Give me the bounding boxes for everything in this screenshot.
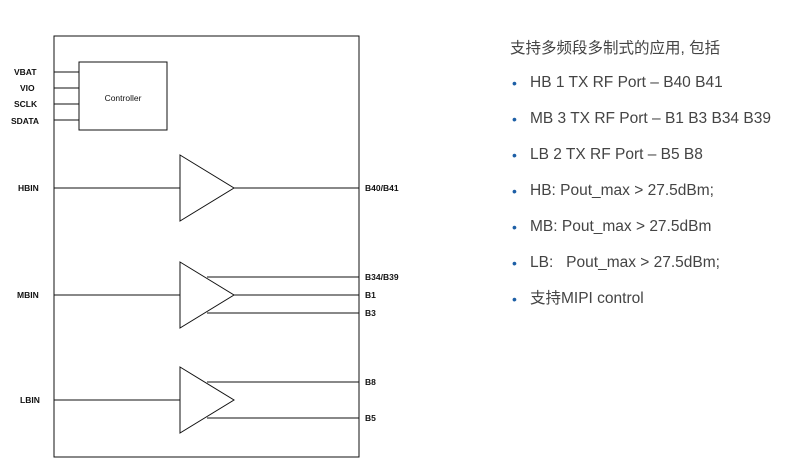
feature-list: • HB 1 TX RF Port – B40 B41 • MB 3 TX RF P…: [508, 73, 786, 325]
list-item: • LB 2 TX RF Port – B5 B8: [508, 145, 786, 181]
chip-outline: [53, 35, 360, 458]
list-item: • HB 1 TX RF Port – B40 B41: [508, 73, 786, 109]
bullet-icon: •: [512, 255, 517, 271]
list-item-text: MB 3 TX RF Port – B1 B3 B34 B39: [530, 110, 771, 127]
pin-label-b1: B1: [365, 290, 376, 300]
list-item: • HB: Pout_max > 27.5dBm;: [508, 181, 786, 217]
pin-label-vio: VIO: [20, 83, 35, 93]
list-item: • 支持MIPI control: [508, 289, 786, 325]
list-item: • MB 3 TX RF Port – B1 B3 B34 B39: [508, 109, 786, 145]
feature-heading: 支持多频段多制式的应用, 包括: [510, 40, 721, 57]
bullet-icon: •: [512, 111, 517, 127]
pin-label-sdata: SDATA: [11, 116, 39, 126]
block-diagram: Controller VBAT VIO SCLK SDATA HBIN B40/…: [11, 35, 399, 458]
pin-label-sclk: SCLK: [14, 99, 38, 109]
list-item-text: 支持MIPI control: [530, 290, 644, 307]
pin-label-mbin: MBIN: [17, 290, 39, 300]
lb-amplifier: [179, 366, 235, 434]
pin-label-lbin: LBIN: [20, 395, 40, 405]
list-item-text: HB: Pout_max > 27.5dBm;: [530, 182, 714, 199]
pin-label-b8: B8: [365, 377, 376, 387]
list-item: • MB: Pout_max > 27.5dBm: [508, 217, 786, 253]
controller-label: Controller: [105, 93, 142, 103]
list-item-text: LB 2 TX RF Port – B5 B8: [530, 146, 703, 163]
mb-amplifier: [179, 261, 235, 329]
bullet-icon: •: [512, 75, 517, 91]
list-item: • LB: Pout_max > 27.5dBm;: [508, 253, 786, 289]
pin-label-b40-b41: B40/B41: [365, 183, 399, 193]
controller-block: [78, 61, 168, 131]
pin-label-b34-b39: B34/B39: [365, 272, 399, 282]
feature-panel: 支持多频段多制式的应用, 包括 • HB 1 TX RF Port – B40 B…: [508, 36, 786, 325]
bullet-icon: •: [512, 291, 517, 307]
bullet-icon: •: [512, 183, 517, 199]
pin-label-hbin: HBIN: [18, 183, 39, 193]
bullet-icon: •: [512, 147, 517, 163]
pin-label-vbat: VBAT: [14, 67, 37, 77]
list-item-text: MB: Pout_max > 27.5dBm: [530, 218, 712, 235]
pin-label-b3: B3: [365, 308, 376, 318]
bullet-icon: •: [512, 219, 517, 235]
list-item-text: HB 1 TX RF Port – B40 B41: [530, 74, 723, 91]
list-item-text: LB: Pout_max > 27.5dBm;: [530, 254, 720, 271]
pin-label-b5: B5: [365, 413, 376, 423]
hb-amplifier: [179, 154, 235, 222]
